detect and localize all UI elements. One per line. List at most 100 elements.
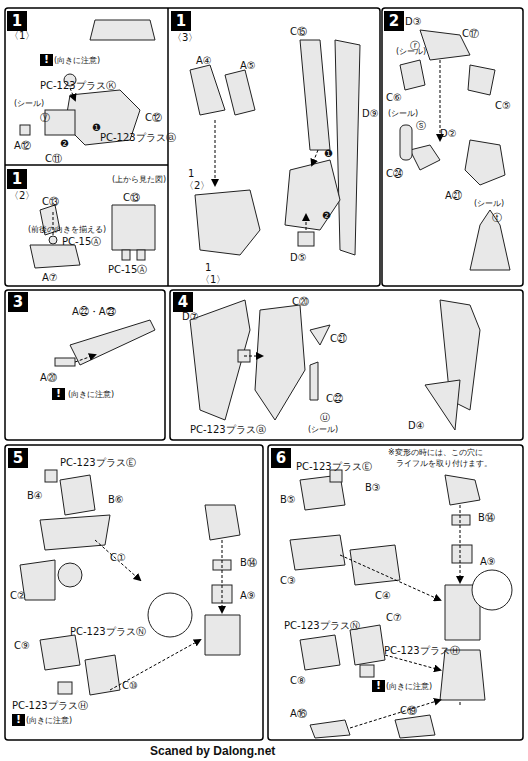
part-label: A㉒・A㉓ — [72, 306, 116, 317]
part-label: A⑨ — [240, 590, 256, 601]
step-number: 1 — [12, 12, 22, 30]
part-label: C⑬ — [123, 192, 140, 203]
part-label: ❶ — [92, 122, 101, 133]
part-label: C⑲ — [400, 705, 417, 716]
part-label: C⑩ — [122, 680, 138, 691]
part-label: ⓣ — [492, 212, 502, 223]
step-number-box: 1 — [7, 11, 27, 31]
part-label: D⑤ — [290, 252, 307, 263]
part-label: A④ — [196, 55, 212, 66]
step-number: 2 — [389, 12, 399, 30]
part-label: D⑨ — [362, 108, 379, 119]
part-label: PC-123プラスⒽ — [384, 645, 460, 656]
note-text: ※変形の時には、この穴に — [388, 449, 483, 458]
part-label: ❷ — [322, 210, 331, 221]
note-text: (向きに注意) — [26, 717, 72, 726]
part-label: C⑦ — [386, 612, 402, 623]
part-label: A㉑ — [445, 190, 462, 201]
part-label: C㉑ — [330, 333, 347, 344]
part-label: C㉔ — [386, 168, 403, 179]
part-label: D② — [440, 128, 457, 139]
part-label: C⑨ — [14, 640, 30, 651]
part-label: 〈1〉 — [9, 30, 35, 41]
part-label: C⑤ — [495, 100, 511, 111]
part-label: C⑫ — [145, 112, 162, 123]
part-label: A⑦ — [42, 272, 58, 283]
part-label: C⑥ — [386, 92, 402, 103]
part-label: C㉒ — [326, 393, 343, 404]
part-label: 〈1〉 — [200, 274, 226, 285]
part-label: ❶ — [324, 148, 333, 159]
part-label: PC-123プラスⓃ — [70, 626, 146, 637]
part-label: C⑪ — [45, 153, 62, 164]
part-label: C⑮ — [290, 26, 307, 37]
part-label: D③ — [405, 16, 422, 27]
note-text: (向きに注意) — [54, 57, 100, 66]
part-label: 1 — [205, 262, 211, 273]
step-number: 4 — [178, 293, 188, 311]
step-number: 5 — [13, 449, 23, 467]
note-text: (上から見た図) — [112, 176, 166, 185]
part-label: PC-123プラスⓃ — [284, 620, 360, 631]
part-label: A⑨ — [480, 556, 496, 567]
part-label: C⑳ — [292, 296, 309, 307]
note-text: (向きに注意) — [386, 683, 432, 692]
note-text: (前後の向きを揃える) — [28, 226, 106, 235]
part-label: 〈3〉 — [172, 32, 198, 43]
part-label: B③ — [365, 482, 381, 493]
part-label: ⓢ — [416, 120, 426, 131]
warning-icon: ! — [372, 680, 385, 692]
part-label: C④ — [375, 590, 391, 601]
part-label: D⑦ — [182, 311, 199, 322]
part-label: B⑥ — [108, 494, 124, 505]
step-number-box: 5 — [8, 448, 28, 468]
part-label: C③ — [280, 575, 296, 586]
part-label: C① — [110, 552, 126, 563]
step-number-box: 4 — [173, 292, 193, 312]
step-number: 1 — [12, 170, 22, 188]
part-label: PC-15Ⓐ — [62, 236, 101, 247]
part-label: C⑬ — [42, 196, 59, 207]
part-label: PC-123プラスⒽ — [12, 700, 88, 711]
part-label: A⑫ — [14, 140, 31, 151]
note-text: (シール) — [14, 100, 44, 109]
part-label: D④ — [408, 420, 425, 431]
part-label: C⑰ — [462, 28, 479, 39]
step-number-box: 2 — [384, 11, 404, 31]
part-label: ⓨ — [40, 112, 50, 123]
part-label: PC-123プラスⓀ — [40, 80, 116, 91]
part-label: A⑳ — [40, 372, 57, 383]
watermark: Scaned by Dalong.net — [150, 745, 275, 758]
step-number: 1 — [176, 12, 186, 30]
step-number: 3 — [13, 293, 23, 311]
step-number: 6 — [276, 449, 286, 467]
part-label: 〈2〉 — [9, 190, 35, 201]
part-label: PC-123プラスⓐ — [190, 424, 266, 435]
part-label: PC-123プラスⓐ — [100, 132, 176, 143]
part-label: PC-123プラスⒺ — [60, 457, 136, 468]
part-label: B⑤ — [280, 494, 296, 505]
step-number-box: 6 — [271, 448, 291, 468]
part-label: A⑯ — [290, 708, 307, 719]
part-label: A⑤ — [240, 60, 256, 71]
part-label: 〈2〉 — [184, 180, 210, 191]
step-number-box: 1 — [7, 169, 27, 189]
note-text: (シール) — [474, 200, 504, 209]
note-text: (シール) — [388, 110, 418, 119]
part-label: B⑭ — [478, 512, 495, 523]
warning-icon: ! — [12, 714, 25, 726]
part-label: 1 — [188, 168, 194, 179]
part-label: C② — [10, 590, 26, 601]
step-number-box: 3 — [8, 292, 28, 312]
part-label: PC-123プラスⒺ — [296, 461, 372, 472]
part-label: B④ — [27, 490, 43, 501]
note-text: (シール) — [308, 426, 338, 435]
note-text: ライフルを取り付けます。 — [396, 460, 492, 469]
part-label: ⓤ — [320, 412, 330, 423]
step-number-box: 1 — [171, 11, 191, 31]
warning-icon: ! — [52, 388, 65, 400]
note-text: (向きに注意) — [68, 391, 114, 400]
note-text: (シール) — [396, 48, 426, 57]
part-label: B⑭ — [240, 557, 257, 568]
warning-icon: ! — [40, 54, 53, 66]
